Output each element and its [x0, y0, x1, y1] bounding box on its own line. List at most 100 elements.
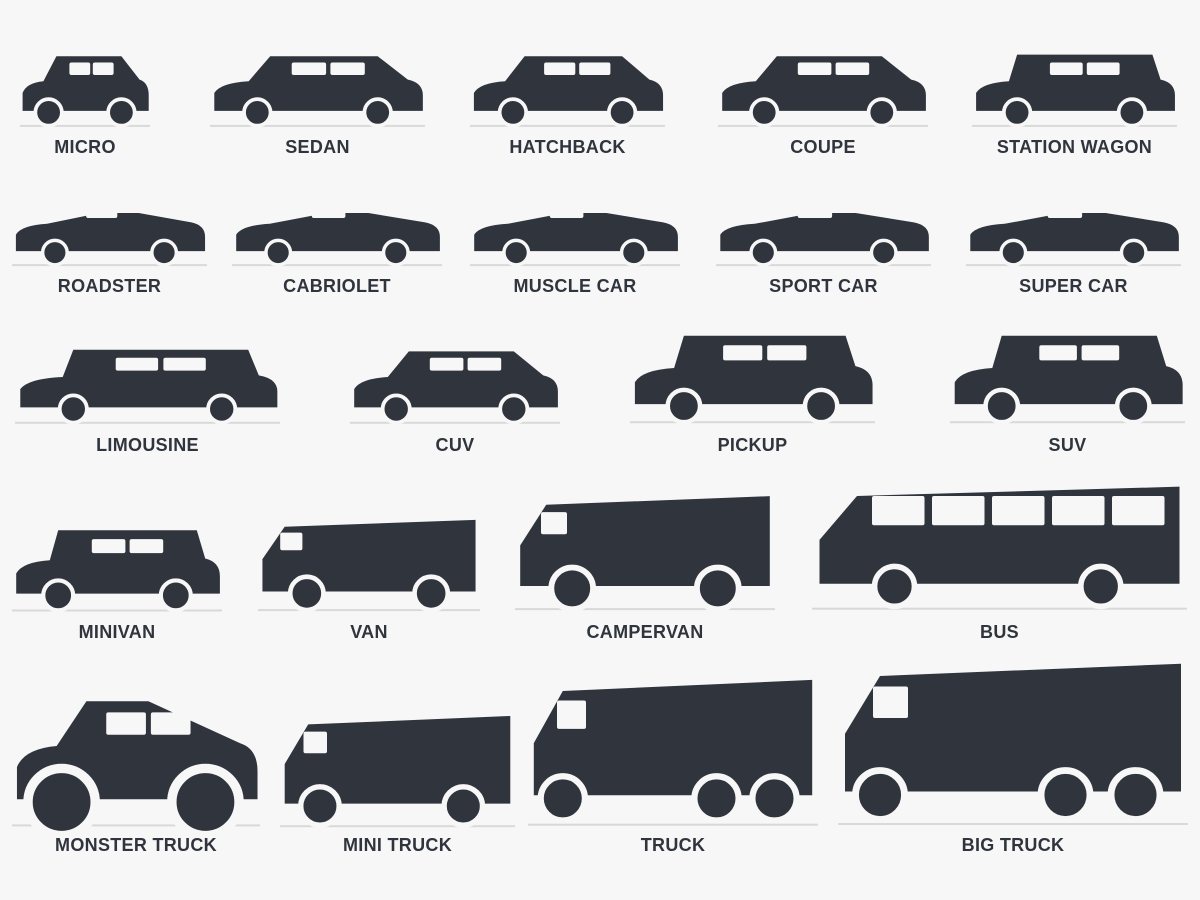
window-icon	[86, 206, 118, 219]
ground-line	[950, 421, 1185, 424]
wheel-icon	[1078, 563, 1124, 610]
wheel-icon	[1037, 767, 1094, 823]
window-icon	[1052, 495, 1105, 526]
vehicle-van: VAN	[258, 515, 480, 644]
vehicle-body	[954, 335, 1183, 405]
hatchback-icon	[470, 56, 665, 128]
ground-line	[350, 421, 560, 424]
ground-line	[716, 264, 931, 267]
sedan-icon	[210, 56, 425, 128]
vehicle-label: SEDAN	[285, 137, 350, 157]
wheel-icon	[802, 387, 840, 425]
vehicle-coupe: COUPE	[718, 50, 928, 159]
ground-line	[528, 823, 818, 826]
vehicle-muscle-car: MUSCLE CAR	[470, 195, 680, 298]
limousine-icon	[15, 349, 280, 425]
wheel-icon	[287, 574, 326, 613]
window-icon	[150, 712, 191, 735]
vehicle-label: MINI TRUCK	[343, 835, 452, 855]
vehicle-label: STATION WAGON	[996, 137, 1153, 157]
wheel-icon	[298, 784, 342, 828]
vehicle-station-wagon: STATION WAGON	[972, 50, 1177, 159]
wheel-icon	[33, 97, 64, 128]
wheel-icon	[497, 97, 529, 128]
vehicle-body	[20, 349, 278, 408]
window-icon	[129, 539, 164, 554]
wheel-icon	[852, 767, 908, 823]
window-icon	[429, 357, 464, 371]
window-icon	[280, 532, 303, 551]
vehicle-label: BIG TRUCK	[961, 835, 1065, 855]
vehicle-label: ROADSTER	[57, 276, 162, 296]
cabriolet-icon	[232, 206, 442, 267]
vehicle-label: SUV	[1048, 435, 1087, 455]
vehicle-label: TRUCK	[640, 835, 706, 855]
window-icon	[992, 495, 1045, 526]
wheel-icon	[665, 387, 703, 425]
vehicle-label: CUV	[435, 435, 475, 455]
wheel-icon	[158, 578, 193, 613]
window-icon	[932, 495, 985, 526]
wheel-icon	[167, 763, 244, 841]
window-icon	[767, 345, 807, 361]
ground-line	[258, 609, 480, 612]
vehicle-truck: TRUCK	[528, 672, 818, 857]
wheel-icon	[983, 387, 1021, 425]
wheel-icon	[1116, 97, 1148, 128]
vehicle-label: MONSTER TRUCK	[55, 835, 217, 855]
vehicle-label: SUPER CAR	[1019, 276, 1128, 296]
wheel-icon	[502, 238, 531, 267]
wheel-icon	[441, 784, 486, 828]
wheel-icon	[749, 97, 780, 128]
big-truck-icon	[838, 663, 1188, 825]
wheel-icon	[749, 773, 800, 824]
ground-line	[470, 264, 680, 267]
vehicle-minivan: MINIVAN	[12, 525, 222, 644]
vehicle-label: MUSCLE CAR	[513, 276, 637, 296]
vehicle-label: LIMOUSINE	[96, 435, 199, 455]
vehicle-sedan: SEDAN	[210, 50, 425, 159]
suv-icon	[950, 335, 1185, 425]
vehicle-label: PICKUP	[717, 435, 788, 455]
vehicle-body	[354, 351, 558, 408]
vehicle-body	[214, 56, 423, 111]
wheel-icon	[866, 97, 897, 128]
wheel-icon	[362, 97, 393, 128]
vehicle-body	[520, 496, 770, 586]
vehicle-body	[22, 56, 149, 111]
window-icon	[311, 206, 346, 219]
bus-icon	[812, 486, 1187, 610]
vehicle-monster-truck: MONSTER TRUCK	[12, 690, 260, 857]
wheel-icon	[691, 773, 742, 824]
pickup-icon	[630, 335, 875, 425]
wheel-icon	[548, 564, 597, 613]
wheel-icon	[537, 773, 589, 824]
window-icon	[1086, 62, 1120, 75]
wheel-icon	[206, 393, 238, 425]
vehicle-limousine: LIMOUSINE	[15, 345, 280, 457]
roadster-icon	[12, 206, 207, 267]
window-icon	[1081, 345, 1120, 361]
vehicle-label: CAMPERVAN	[586, 622, 704, 642]
vehicle-label: VAN	[350, 622, 388, 642]
window-icon	[723, 345, 763, 361]
window-icon	[330, 62, 365, 75]
wheel-icon	[749, 238, 778, 267]
ground-line	[12, 824, 260, 827]
wheel-icon	[40, 238, 69, 267]
wheel-icon	[380, 393, 412, 425]
window-icon	[291, 62, 327, 75]
window-icon	[873, 686, 908, 718]
wheel-icon	[1119, 238, 1148, 267]
vehicle-cabriolet: CABRIOLET	[232, 195, 442, 298]
window-icon	[872, 495, 925, 526]
window-icon	[467, 357, 502, 371]
window-icon	[1047, 206, 1083, 219]
vehicle-campervan: CAMPERVAN	[515, 490, 775, 644]
wheel-icon	[619, 238, 648, 267]
wheel-icon	[693, 564, 742, 613]
vehicle-mini-truck: MINI TRUCK	[280, 710, 515, 857]
window-icon	[115, 357, 159, 371]
window-icon	[579, 62, 611, 75]
window-icon	[1039, 345, 1077, 361]
